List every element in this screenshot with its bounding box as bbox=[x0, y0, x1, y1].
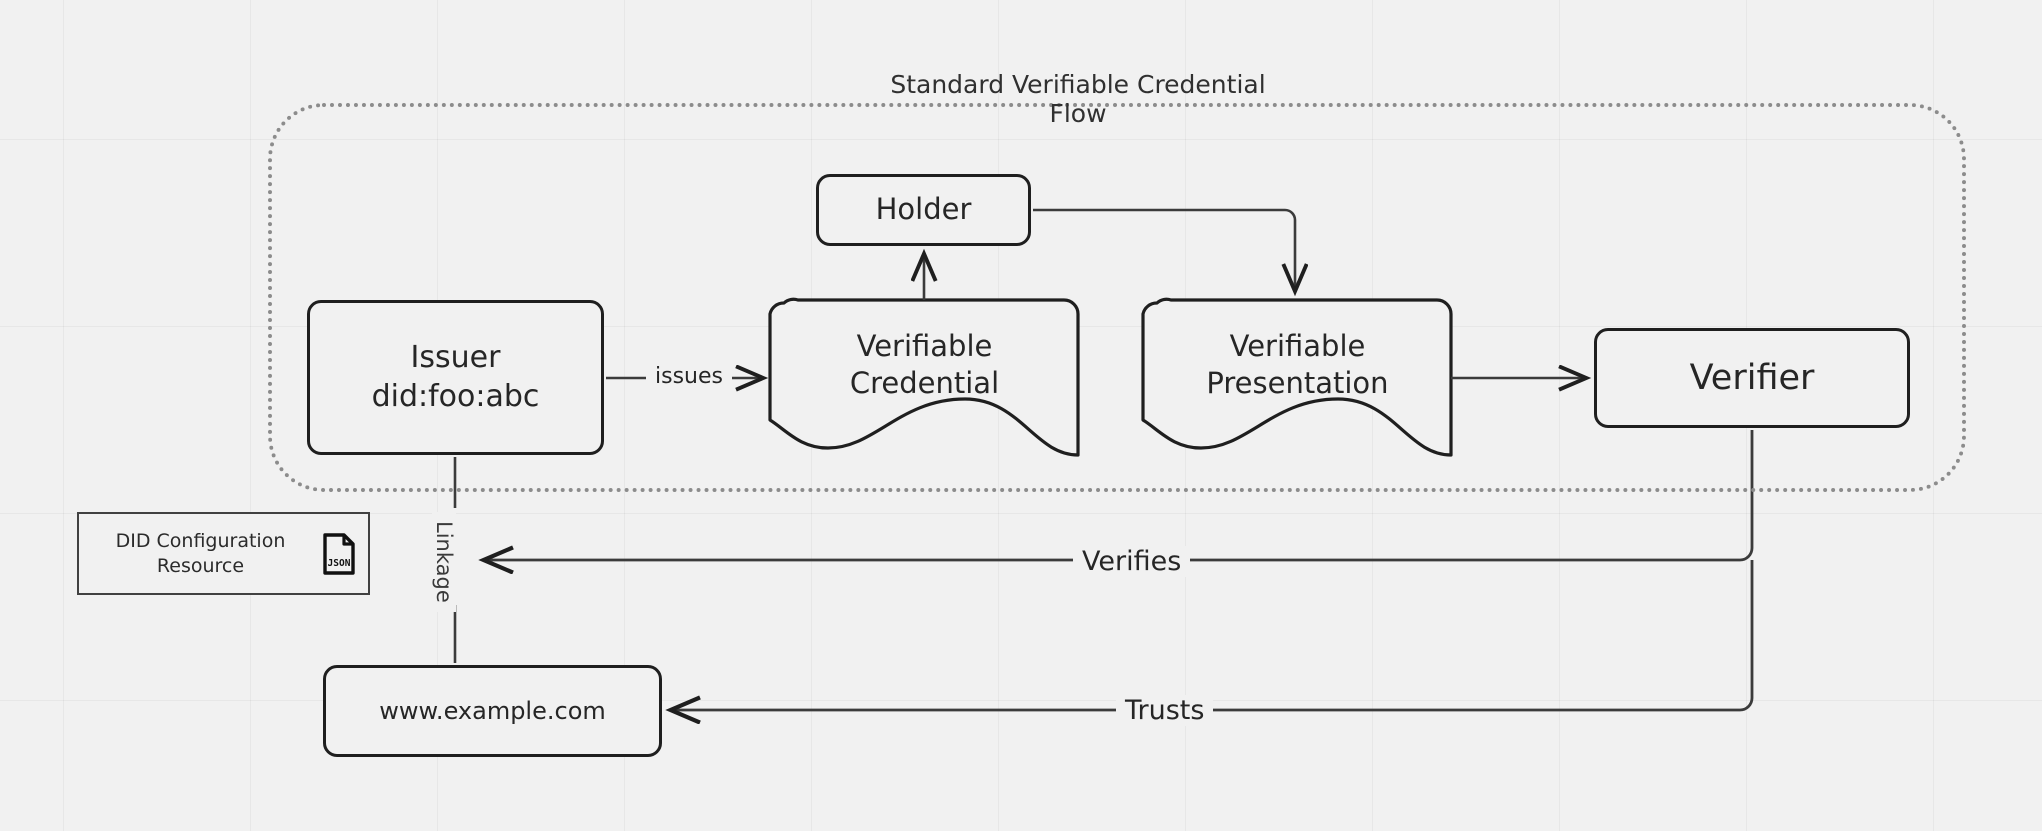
node-verifiable-presentation[interactable]: Verifiable Presentation bbox=[1143, 300, 1452, 455]
node-verifiable-credential[interactable]: Verifiable Credential bbox=[770, 300, 1079, 455]
node-holder-label: Holder bbox=[875, 192, 972, 227]
group-title: Standard Verifiable Credential Flow bbox=[890, 70, 1266, 128]
node-did-configuration-resource-label: DID Configuration Resource bbox=[115, 530, 286, 577]
edge-trusts bbox=[672, 560, 1754, 710]
node-verifier-label: Verifier bbox=[1689, 357, 1815, 398]
node-website-label: www.example.com bbox=[379, 696, 606, 725]
edge-label-linkage: Linkage bbox=[432, 512, 456, 612]
json-file-icon: JSON bbox=[323, 532, 355, 575]
node-did-configuration-resource[interactable]: DID Configuration Resource JSON bbox=[77, 512, 370, 595]
node-holder[interactable]: Holder bbox=[816, 174, 1031, 246]
edge-label-verifies: Verifies bbox=[1073, 546, 1191, 577]
node-issuer-label: Issuer did:foo:abc bbox=[371, 340, 540, 414]
node-verifiable-credential-label: Verifiable Credential bbox=[849, 329, 1000, 401]
node-issuer[interactable]: Issuer did:foo:abc bbox=[307, 300, 604, 455]
edge-label-issues: issues bbox=[646, 364, 732, 389]
edge-label-trusts: Trusts bbox=[1116, 695, 1214, 726]
node-verifier[interactable]: Verifier bbox=[1594, 328, 1910, 428]
node-verifiable-presentation-label: Verifiable Presentation bbox=[1206, 329, 1389, 401]
json-icon-text: JSON bbox=[328, 558, 351, 569]
node-website[interactable]: www.example.com bbox=[323, 665, 662, 757]
